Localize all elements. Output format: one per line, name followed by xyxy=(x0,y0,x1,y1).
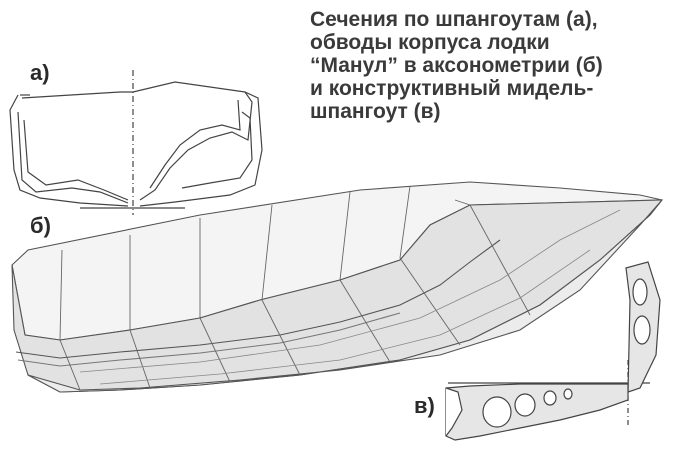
section-left-outer xyxy=(9,94,129,207)
label-v: в) xyxy=(414,393,435,418)
section-right-2 xyxy=(139,91,253,201)
frame-keel-notch xyxy=(445,387,463,437)
deck-line-left xyxy=(21,91,133,99)
section-right-4 xyxy=(181,111,253,189)
section-left-2 xyxy=(17,111,129,204)
caption-line: обводы корпуса лодки xyxy=(310,31,550,54)
frame-sections-drawing xyxy=(9,70,263,215)
hull-rubstrake xyxy=(15,239,501,359)
diagram-caption: Сечения по шпангоутам (а), обводы корпус… xyxy=(310,8,675,123)
caption-line: Сечения по шпангоутам (а), xyxy=(310,8,598,31)
lightening-hole-1 xyxy=(632,278,648,306)
section-right-3 xyxy=(149,99,241,189)
label-b: б) xyxy=(30,213,51,238)
lightening-hole-6 xyxy=(563,388,573,400)
lightening-hole-5 xyxy=(543,390,557,406)
label-a: а) xyxy=(30,60,50,85)
hull-rubstrake-lower xyxy=(17,312,401,367)
section-right-outer xyxy=(132,81,263,207)
caption-line: шпангоут (в) xyxy=(310,100,441,123)
hull-bottom xyxy=(27,199,663,393)
frame-floor-member xyxy=(445,383,629,441)
section-left-3 xyxy=(23,119,129,201)
hull-axonometric-drawing xyxy=(11,181,664,393)
caption-line: и конструктивный мидель- xyxy=(310,77,594,100)
lightening-hole-2 xyxy=(633,315,651,345)
lightening-hole-3 xyxy=(482,396,512,428)
lightening-hole-4 xyxy=(514,393,536,417)
midship-frame-drawing xyxy=(445,261,661,441)
caption-line: “Манул” в аксонометрии (б) xyxy=(310,54,603,77)
hull-waterlines xyxy=(79,209,621,385)
